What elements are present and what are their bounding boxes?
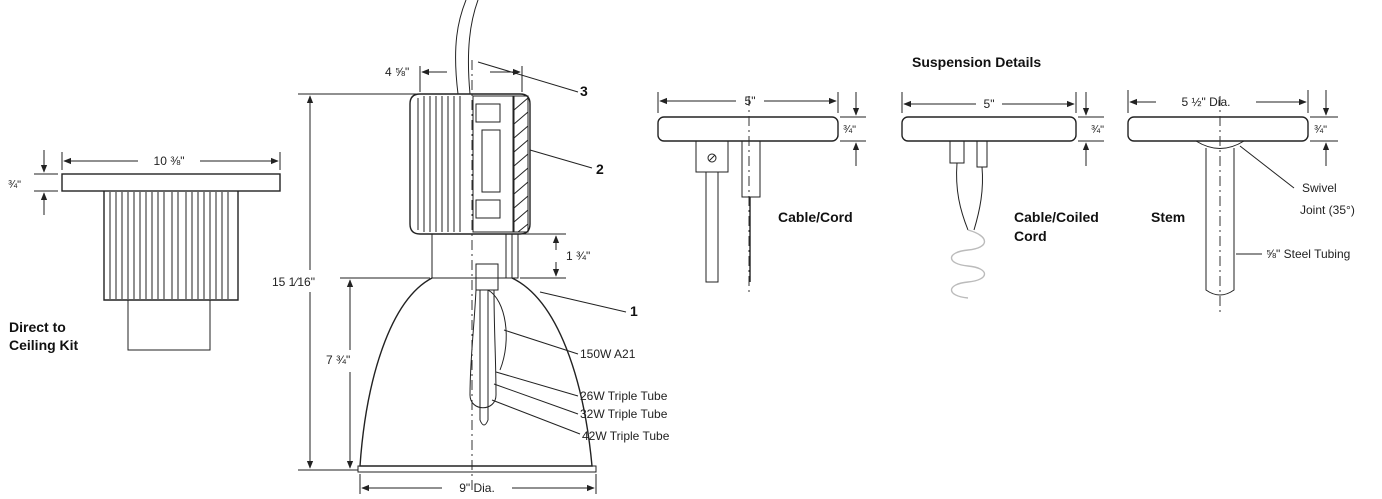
terminal-block-bottom (475, 199, 501, 219)
cable-cord-label: Cable/Cord (778, 209, 853, 225)
callout-2: 2 (596, 161, 604, 177)
lamp-label-32w: 32W Triple Tube (580, 407, 668, 421)
direct-kit-label-line2: Ceiling Kit (9, 337, 79, 353)
ballast-housing (409, 93, 531, 235)
housing-fins (109, 192, 229, 299)
cable-cord-height: ¾" (843, 124, 856, 136)
direct-kit-label-line1: Direct to (9, 319, 66, 335)
main-fixture-drawing: 4 ⅝" 15 1⁄16" 7 ¾" 1 ¾" 9" Dia. 3 2 1 15… (272, 0, 670, 495)
reflector-height-dimension: 7 ¾" (326, 353, 350, 367)
cable-cord-drawing: 5" ¾" Cable/Cord (657, 92, 866, 292)
lamp-label-42w: 42W Triple Tube (582, 429, 670, 443)
kit-width-dimension: 10 ⅜" (154, 154, 185, 168)
lamp-a21 (469, 289, 497, 409)
coiled-cord-upper (973, 166, 983, 231)
set-screw (707, 153, 717, 163)
lamp-label-26w: 26W Triple Tube (580, 389, 668, 403)
coiled-cable-grip (949, 140, 965, 164)
swivel-label-line1: Swivel (1302, 181, 1337, 195)
diameter-dimension: 9" Dia. (459, 481, 495, 495)
kit-neck (127, 299, 211, 351)
stem-label: Stem (1151, 209, 1185, 225)
callout-1: 1 (630, 303, 638, 319)
coiled-canopy (901, 116, 1077, 142)
top-width-dimension: 4 ⅝" (385, 65, 409, 79)
aircraft-cable (705, 172, 719, 283)
direct-ceiling-kit-drawing: 10 ⅜" ¾" Direct to Ceiling Kit (8, 150, 281, 353)
coiled-cord-drawing: 5" ¾" Cable/Coiled Cord (901, 92, 1104, 299)
coiled-label-line1: Cable/Coiled (1014, 209, 1099, 225)
socket-housing (103, 191, 239, 301)
wall-hatch (513, 97, 529, 233)
coiled-cord-spiral (950, 229, 986, 299)
lamp-socket (475, 263, 499, 291)
section-cavity (472, 95, 514, 233)
triple-tube-lamp (479, 290, 489, 426)
cable-canopy (657, 116, 839, 142)
lamp-label-150w: 150W A21 (580, 347, 636, 361)
cord-grip (741, 140, 761, 198)
steel-tubing (1205, 148, 1235, 296)
stem-canopy (1127, 116, 1309, 142)
neck-height-dimension: 1 ¾" (566, 249, 590, 263)
fixture-neck (431, 233, 513, 279)
reflector (359, 277, 593, 467)
terminal-block-top (475, 103, 501, 123)
suspension-details-title: Suspension Details (912, 54, 1041, 70)
cable-gripper (695, 141, 729, 173)
coiled-label-line2: Cord (1014, 228, 1047, 244)
housing-fins-main (417, 96, 461, 232)
tubing-label: ⅝" Steel Tubing (1266, 247, 1350, 261)
kit-height-dimension: ¾" (8, 179, 21, 191)
coiled-width: 5" (984, 97, 995, 111)
stem-width: 5 ½" Dia. (1182, 95, 1231, 109)
cable-left (455, 0, 467, 95)
swivel-joint (1195, 140, 1245, 149)
swivel-label-line2: Joint (35°) (1300, 203, 1355, 217)
stem-drawing: 5 ½" Dia. ¾" Swivel Joint (35°) ⅝" Steel… (1127, 90, 1355, 312)
housing-wall-section (513, 95, 529, 233)
overall-height-dimension: 15 1⁄16" (272, 275, 315, 289)
cable-right (467, 0, 479, 95)
a21-bulb-outline (487, 289, 507, 371)
ballast (481, 129, 501, 193)
callout-3: 3 (580, 83, 588, 99)
coiled-cable (956, 162, 969, 231)
cable-cord-width: 5" (745, 94, 756, 108)
coiled-cord-grip (976, 140, 988, 168)
reflector-rim (357, 465, 597, 473)
stem-height: ¾" (1314, 124, 1327, 136)
canopy-plate (61, 173, 281, 192)
coiled-height: ¾" (1091, 124, 1104, 136)
